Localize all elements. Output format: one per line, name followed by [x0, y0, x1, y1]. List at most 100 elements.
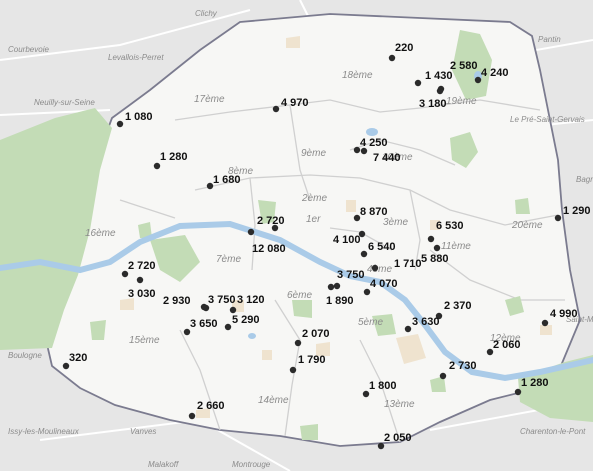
- marker-4-990-33-label: 4 990: [550, 308, 578, 320]
- arrondissement-label-9eme: 9ème: [301, 148, 326, 159]
- marker-5-880-19-dot[interactable]: [433, 244, 441, 252]
- marker-3-030-24-dot[interactable]: [136, 276, 144, 284]
- place-label-neuilly-sur-seine: Neuilly-sur-Seine: [34, 98, 95, 107]
- marker-3-180-5-dot[interactable]: [436, 87, 444, 95]
- marker-1-280-40-label: 1 280: [521, 377, 549, 389]
- marker-4-970-6-label: 4 970: [281, 97, 309, 109]
- marker-1-290-14-label: 1 290: [563, 205, 591, 217]
- marker-2-720-15-label: 2 720: [257, 215, 285, 227]
- marker-1-080-7-label: 1 080: [125, 111, 153, 123]
- marker-2-070-34-label: 2 070: [302, 328, 330, 340]
- marker-7-440-9-label: 7 440: [373, 152, 401, 164]
- marker-4-250-8-dot[interactable]: [353, 146, 361, 154]
- marker-2-060-35-dot[interactable]: [486, 348, 494, 356]
- arrondissement-boundaries: [119, 99, 565, 443]
- marker-3-650-31-label: 3 650: [190, 318, 218, 330]
- marker-4-100-17-label: 4 100: [333, 234, 361, 246]
- marker-220-1-dot[interactable]: [388, 54, 396, 62]
- marker-1-890-25-dot[interactable]: [327, 283, 335, 291]
- arrondissement-label-16eme: 16ème: [85, 228, 116, 239]
- marker-12-080-16-dot[interactable]: [247, 228, 255, 236]
- marker-3-750-22-dot[interactable]: [333, 282, 341, 290]
- marker-2-050-42-dot[interactable]: [377, 442, 385, 450]
- place-label-vanves: Vanves: [130, 427, 156, 436]
- marker-2-660-41-label: 2 660: [197, 400, 225, 412]
- marker-2-730-38-dot[interactable]: [439, 372, 447, 380]
- marker-5-880-19-label: 5 880: [421, 253, 449, 265]
- place-label-levallois-perret: Levallois-Perret: [108, 53, 164, 62]
- marker-1-430-3-label: 1 430: [425, 70, 453, 82]
- place-label-malakoff: Malakoff: [148, 460, 179, 469]
- marker-3-180-5-label: 3 180: [419, 98, 447, 110]
- place-label-montrouge: Montrouge: [232, 460, 271, 469]
- arrondissement-label-12eme: 12ème: [490, 333, 521, 344]
- marker-2-720-15-dot[interactable]: [271, 224, 279, 232]
- marker-220-1-label: 220: [395, 42, 413, 54]
- marker-1-290-14-dot[interactable]: [554, 214, 562, 222]
- marker-2-930-26-label: 2 930: [163, 295, 191, 307]
- marker-1-890-25-label: 1 890: [326, 295, 354, 307]
- marker-2-720-21-label: 2 720: [128, 260, 156, 272]
- marker-12-080-16-label: 12 080: [252, 243, 286, 255]
- marker-2-580-2-label: 2 580: [450, 60, 478, 72]
- arrondissement-label-10eme: 10ème: [382, 152, 413, 163]
- marker-3-750-27-label: 3 750: [208, 294, 236, 306]
- place-label-bagnolet: Bagnolet: [576, 175, 593, 184]
- marker-3-120-28-label: 3 120: [237, 294, 265, 306]
- place-label-clichy: Clichy: [195, 9, 218, 18]
- marker-4-990-33-dot[interactable]: [541, 319, 549, 327]
- marker-7-440-9-dot[interactable]: [360, 147, 368, 155]
- marker-2-660-41-dot[interactable]: [188, 412, 196, 420]
- arrondissement-label-8eme: 8ème: [228, 166, 253, 177]
- marker-1-080-7-dot[interactable]: [116, 120, 124, 128]
- marker-4-070-23-dot[interactable]: [363, 288, 371, 296]
- place-label-boulogne: Boulogne: [8, 351, 42, 360]
- marker-1-280-10-dot[interactable]: [153, 162, 161, 170]
- marker-4-100-17-dot[interactable]: [358, 230, 366, 238]
- marker-6-530-13-label: 6 530: [436, 220, 464, 232]
- arrondissement-label-4eme: 4ème: [367, 264, 392, 275]
- marker-4-970-6-dot[interactable]: [272, 105, 280, 113]
- marker-3-120-28-dot[interactable]: [229, 306, 237, 314]
- marker-1-680-11-dot[interactable]: [206, 182, 214, 190]
- marker-3-750-27-dot[interactable]: [200, 303, 208, 311]
- marker-1-280-40-dot[interactable]: [514, 388, 522, 396]
- place-label-le-pre-saint-gervais: Le Pré-Saint-Gervais: [510, 115, 585, 124]
- marker-8-870-12-label: 8 870: [360, 206, 388, 218]
- marker-2-730-38-label: 2 730: [449, 360, 477, 372]
- marker-4-250-8-label: 4 250: [360, 137, 388, 149]
- marker-8-870-12-dot[interactable]: [353, 214, 361, 222]
- marker-2-370-29-dot[interactable]: [435, 312, 443, 320]
- marker-320-37-label: 320: [69, 352, 87, 364]
- place-label-issy-les-moulineaux: Issy-les-Moulineaux: [8, 427, 80, 436]
- marker-1-710-20-dot[interactable]: [371, 264, 379, 272]
- marker-6-530-13-dot[interactable]: [427, 235, 435, 243]
- arrondissement-label-14eme: 14ème: [258, 395, 289, 406]
- marker-2-050-42-label: 2 050: [384, 432, 412, 444]
- marker-2-580-2-dot[interactable]: [414, 79, 422, 87]
- arrondissement-label-17eme: 17ème: [194, 94, 225, 105]
- marker-1-790-36-dot[interactable]: [289, 366, 297, 374]
- marker-2-720-21-dot[interactable]: [121, 270, 129, 278]
- arrondissement-label-15eme: 15ème: [129, 335, 160, 346]
- marker-320-37-dot[interactable]: [62, 362, 70, 370]
- marker-3-650-31-dot[interactable]: [183, 328, 191, 336]
- marker-5-290-30-dot[interactable]: [224, 323, 232, 331]
- marker-4-240-4-label: 4 240: [481, 67, 509, 79]
- marker-1-790-36-label: 1 790: [298, 354, 326, 366]
- marker-1-800-39-dot[interactable]: [362, 390, 370, 398]
- place-label-saint-mande: Saint-Mandé: [566, 315, 593, 324]
- arrondissement-label-18eme: 18ème: [342, 70, 373, 81]
- arrondissement-label-19eme: 19ème: [446, 96, 477, 107]
- marker-6-540-18-dot[interactable]: [360, 250, 368, 258]
- arrondissement-label-2eme: 2ème: [301, 193, 327, 204]
- marker-3-630-32-dot[interactable]: [404, 325, 412, 333]
- marker-4-240-4-dot[interactable]: [474, 76, 482, 84]
- marker-3-030-24-label: 3 030: [128, 288, 156, 300]
- arrondissement-label-20eme: 20ème: [511, 220, 543, 231]
- marker-2-070-34-dot[interactable]: [294, 339, 302, 347]
- arrondissement-label-3eme: 3ème: [383, 217, 408, 228]
